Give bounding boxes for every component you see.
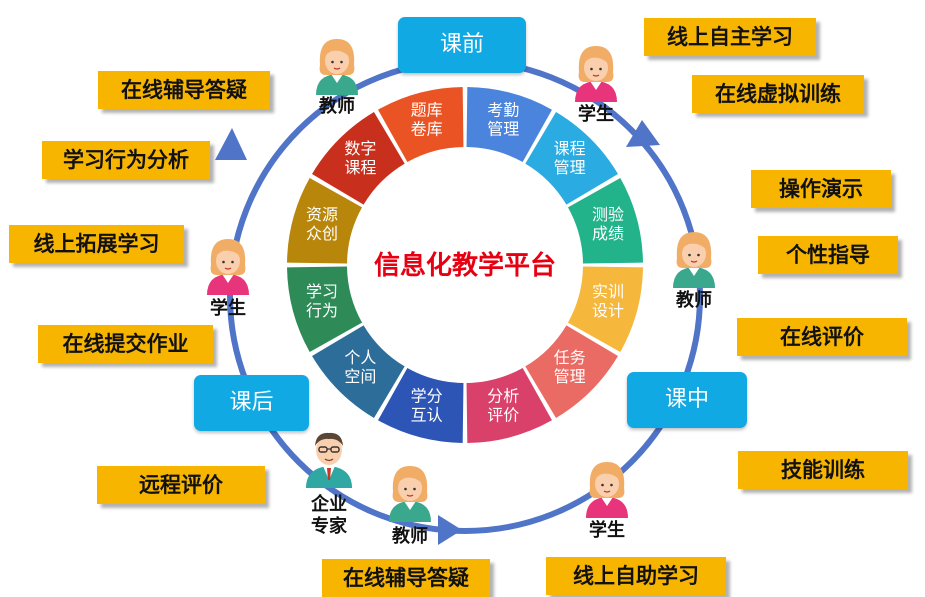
tag-online-extension: 线上拓展学习 — [9, 225, 184, 263]
segment-3 — [567, 266, 643, 352]
teacher-avatar-right — [673, 232, 715, 288]
teacher-avatar-bottom — [389, 466, 431, 522]
segment-0 — [466, 87, 552, 163]
tag-learning-behavior: 学习行为分析 — [42, 141, 210, 179]
role-expert-line2: 专家 — [311, 516, 347, 537]
tag-online-self-study: 线上自主学习 — [644, 18, 816, 56]
phase-pre-class: 课前 — [398, 17, 526, 73]
tag-online-homework: 在线提交作业 — [38, 325, 213, 363]
segment-11 — [378, 87, 464, 163]
tag-online-assisted-study: 线上自助学习 — [546, 557, 726, 595]
student-avatar-top-right — [575, 46, 617, 102]
role-student-bottom-right: 学生 — [589, 520, 625, 541]
tag-online-evaluation: 在线评价 — [737, 318, 907, 356]
segment-label-11: 题库卷库 — [411, 101, 443, 139]
role-teacher-bottom: 教师 — [392, 526, 428, 547]
segment-label-6: 学分互认 — [411, 386, 443, 424]
role-enterprise-expert: 企业 专家 — [311, 494, 347, 538]
segment-label-5: 分析评价 — [487, 386, 519, 424]
platform-title: 信息化教学平台 — [374, 250, 556, 281]
segment-label-2: 测验成绩 — [592, 205, 624, 243]
role-student-top-right: 学生 — [578, 104, 614, 125]
role-teacher-right: 教师 — [676, 290, 712, 311]
tag-skill-training: 技能训练 — [738, 451, 908, 489]
phase-post-class: 课后 — [194, 375, 309, 431]
tag-operation-demo: 操作演示 — [751, 170, 891, 208]
tag-online-tutoring-bottom: 在线辅导答疑 — [322, 559, 490, 597]
segment-1 — [525, 112, 618, 205]
segment-8 — [287, 266, 363, 352]
segment-label-4: 任务管理 — [554, 348, 586, 386]
segment-label-3: 实训设计 — [592, 282, 624, 320]
tag-online-tutoring-top: 在线辅导答疑 — [98, 71, 270, 109]
segment-5 — [466, 367, 552, 443]
segment-label-8: 学习行为 — [306, 282, 338, 320]
segment-label-10: 数字课程 — [344, 139, 376, 177]
segment-label-9: 资源众创 — [306, 205, 338, 243]
cycle-arrow-pre-to-mid — [626, 120, 660, 147]
role-teacher-top-left: 教师 — [319, 96, 355, 117]
segment-label-0: 考勤管理 — [487, 101, 519, 139]
segment-2 — [567, 178, 643, 264]
segment-10 — [312, 112, 405, 205]
cycle-arrow-post-to-pre — [215, 128, 247, 160]
student-avatar-bottom-right — [586, 462, 628, 518]
phase-in-class: 课中 — [627, 372, 747, 428]
segment-6 — [378, 367, 464, 443]
teacher-avatar-top-left — [316, 39, 358, 95]
platform-center — [349, 149, 581, 381]
segment-9 — [287, 178, 363, 264]
tag-remote-evaluation: 远程评价 — [97, 466, 265, 504]
role-expert-line1: 企业 — [311, 494, 347, 515]
segment-4 — [525, 325, 618, 418]
tag-online-virtual-training: 在线虚拟训练 — [692, 75, 864, 113]
tag-individual-guidance: 个性指导 — [758, 236, 898, 274]
segment-7 — [312, 325, 405, 418]
segment-label-7: 个人空间 — [344, 348, 376, 386]
role-student-left: 学生 — [210, 298, 246, 319]
expert-avatar — [306, 432, 352, 488]
cycle-arrow-mid-to-post — [438, 515, 462, 545]
segment-label-1: 课程管理 — [554, 139, 586, 177]
student-avatar-left — [207, 239, 249, 295]
